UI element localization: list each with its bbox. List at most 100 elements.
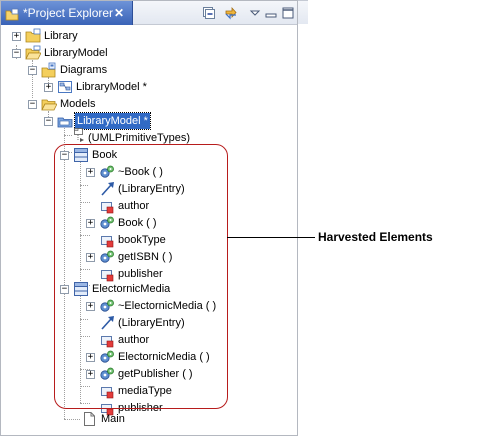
tree-item-operation[interactable]: + ElectornicMedia ( ) [1,349,297,366]
project-explorer-view: *Project Explorer ✕ [0,0,298,436]
collapse-icon[interactable]: − [12,48,21,58]
collapse-icon[interactable]: − [60,284,69,294]
tree-item-label: Diagrams [60,64,108,76]
tree-item-label: (UMLPrimitiveTypes) [88,132,191,144]
tree-item-label: publisher [118,268,163,280]
tree-item-label: ~Book ( ) [118,166,163,178]
tree-item-label: Main [101,413,125,425]
collapse-icon[interactable]: − [44,116,53,126]
collapse-icon[interactable]: − [28,65,37,75]
collapse-icon[interactable]: − [28,99,37,109]
tree-connector [80,235,90,236]
tree-item-operation[interactable]: + getISBN ( ) [1,249,297,266]
callout-line [227,237,315,238]
tree-connector [80,295,81,403]
tree-item-label: Book [92,149,118,161]
diagram-icon [57,79,73,95]
tree-item-operation[interactable]: + Book ( ) [1,215,297,232]
operation-gears-icon [99,249,115,265]
tree-connector [80,369,90,370]
tree-item-label: Library [44,30,78,42]
expand-icon[interactable]: + [86,369,95,379]
harvested-elements-label: Harvested Elements [318,230,433,244]
tree-item-label: ~ElectornicMedia ( ) [118,300,217,312]
tree-item-label: ElectornicMedia ( ) [118,351,210,363]
tree-item-diagram-library-model[interactable]: + LibraryModel * [1,79,297,96]
operation-gears-icon [99,164,115,180]
tree-item-generalization[interactable]: (LibraryEntry) [1,181,297,198]
tree-item-main[interactable]: Main [1,411,297,428]
expand-icon[interactable]: + [86,252,95,262]
project-tree: + Library − [1,25,297,435]
tree-item-attribute[interactable]: bookType [1,232,297,249]
diagrams-folder-icon [41,62,57,78]
tree-item-label: mediaType [118,385,172,397]
uml-class-icon [73,147,89,163]
view-title-bar: *Project Explorer ✕ [1,1,297,25]
attribute-icon [99,232,115,248]
collapse-all-icon[interactable] [201,5,217,21]
tree-item-library[interactable]: + Library [1,28,297,45]
project-folder-icon [25,28,41,44]
tree-item-label: (LibraryEntry) [118,183,185,195]
tree-item-diagrams[interactable]: − Diagrams [1,62,297,79]
tree-item-label: ElectornicMedia [92,283,171,295]
adjacent-view-edge [298,0,308,24]
tree-connector [32,60,33,98]
tree-item-operation[interactable]: + ~ElectornicMedia ( ) [1,298,297,315]
tree-item-operation[interactable]: + ~Book ( ) [1,164,297,181]
expand-icon[interactable]: + [86,218,95,228]
uml-model-icon [57,113,73,129]
tree-item-label: (LibraryEntry) [118,317,185,329]
tree-connector [80,386,90,387]
tree-connector [80,336,90,337]
tree-item-electronic-media-class[interactable]: − ElectornicMedia [1,281,297,298]
expand-icon[interactable]: + [44,82,53,92]
operation-gears-icon [99,215,115,231]
tree-item-model-library-model[interactable]: − LibraryModel * [1,112,297,130]
tree-item-uml-primitive-types[interactable]: (UMLPrimitiveTypes) [1,127,297,147]
tree-connector [80,269,90,270]
attribute-icon [99,383,115,399]
tree-item-generalization[interactable]: (LibraryEntry) [1,315,297,332]
tree-connector [48,111,49,117]
generalization-arrow-icon [99,181,115,197]
tab-title: *Project Explorer [23,6,114,20]
document-icon [81,411,97,427]
expand-icon[interactable]: + [86,352,95,362]
operation-gears-icon [99,298,115,314]
models-folder-icon [41,96,58,112]
harvested-elements-highlight [54,144,228,409]
tree-item-attribute[interactable]: mediaType [1,383,297,400]
tree-item-label: bookType [118,234,166,246]
tree-item-models[interactable]: − Models [1,96,297,113]
tree-item-attribute[interactable]: author [1,332,297,349]
tree-item-label-selected: LibraryModel * [74,112,151,130]
project-folder-open-icon [25,45,42,61]
close-icon[interactable]: ✕ [114,6,125,20]
maximize-icon[interactable] [280,5,296,21]
tree-item-label: author [118,200,150,212]
tree-item-attribute[interactable]: publisher [1,266,297,283]
expand-icon[interactable]: + [86,301,95,311]
tree-item-label: getPublisher ( ) [118,368,193,380]
minimize-icon[interactable] [263,5,279,21]
view-menu-icon[interactable] [247,5,263,21]
generalization-arrow-icon [99,315,115,331]
tree-connector [48,77,49,83]
package-import-icon [72,127,88,143]
link-with-editor-icon[interactable] [223,5,239,21]
tree-connector [80,202,90,203]
tree-connector [80,185,88,186]
tree-item-library-model[interactable]: − LibraryModel [1,45,297,62]
tree-item-operation[interactable]: + getPublisher ( ) [1,366,297,383]
tree-item-attribute[interactable]: author [1,198,297,215]
tree-connector [80,319,88,320]
tree-connector [64,135,72,136]
tree-item-label: author [118,334,150,346]
expand-icon[interactable]: + [86,167,95,177]
tab-project-explorer[interactable]: *Project Explorer ✕ [1,1,133,25]
expand-icon[interactable]: + [12,31,21,41]
tree-item-label: getISBN ( ) [118,251,173,263]
